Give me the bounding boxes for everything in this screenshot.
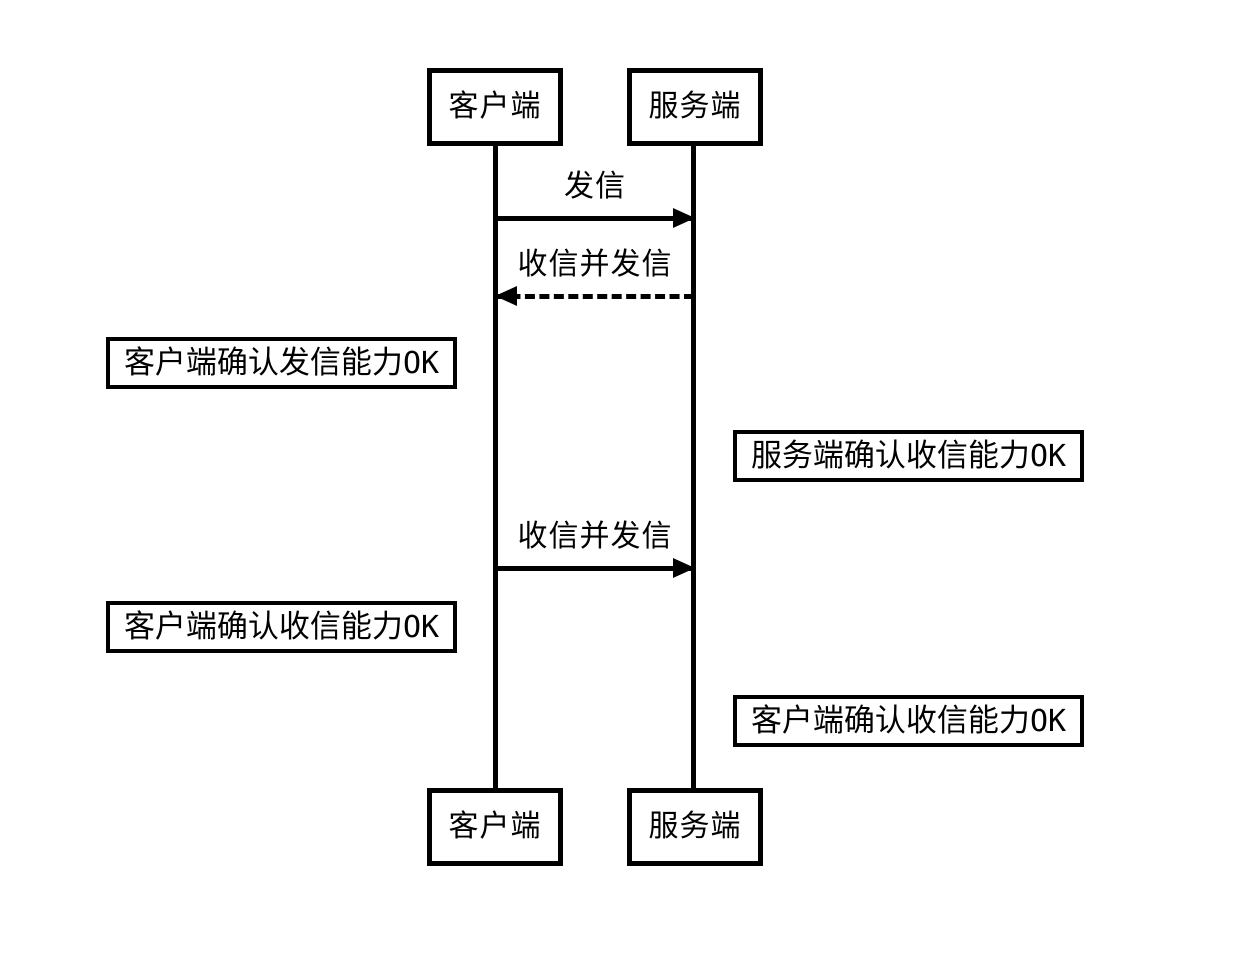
note-client-recv-ok-right-status: OK [1029,703,1067,739]
lifeline-server [691,146,696,789]
message-3-label: 收信并发信 [517,519,673,554]
note-client-recv-ok-right: 客户端确认收信能力OK [733,695,1084,747]
message-1-line [496,216,694,221]
note-client-send-ok-label: 客户端确认发信能力OK [123,344,440,381]
note-client-send-ok-text: 客户端确认发信能力 [123,344,403,381]
participant-server-top[interactable]: 服务端 [627,68,763,146]
note-client-recv-ok-left: 客户端确认收信能力OK [106,601,457,653]
message-1-label: 发信 [564,169,626,204]
participant-server-top-label: 服务端 [648,89,742,124]
arrowhead-left-icon [495,286,517,306]
note-client-recv-ok-left-label: 客户端确认收信能力OK [123,608,440,645]
message-2-label: 收信并发信 [517,247,673,282]
message-3-line [496,566,694,571]
participant-server-bottom[interactable]: 服务端 [627,788,763,866]
note-client-recv-ok-right-label: 客户端确认收信能力OK [750,702,1067,739]
note-server-recv-ok-label: 服务端确认收信能力OK [750,437,1067,474]
arrowhead-right-icon [673,558,695,578]
participant-client-top-label: 客户端 [448,89,542,124]
note-client-recv-ok-left-status: OK [402,609,440,645]
participant-client-top[interactable]: 客户端 [427,68,563,146]
note-server-recv-ok-text: 服务端确认收信能力 [750,437,1030,474]
arrowhead-right-icon [673,208,695,228]
note-client-recv-ok-left-text: 客户端确认收信能力 [123,608,403,645]
note-client-recv-ok-right-text: 客户端确认收信能力 [750,702,1030,739]
participant-client-bottom-label: 客户端 [448,809,542,844]
participant-client-bottom[interactable]: 客户端 [427,788,563,866]
participant-server-bottom-label: 服务端 [648,809,742,844]
note-client-send-ok: 客户端确认发信能力OK [106,337,457,389]
note-client-send-ok-status: OK [402,345,440,381]
message-2-line [496,294,694,299]
note-server-recv-ok-status: OK [1029,438,1067,474]
note-server-recv-ok: 服务端确认收信能力OK [733,430,1084,482]
lifeline-client [493,146,498,789]
